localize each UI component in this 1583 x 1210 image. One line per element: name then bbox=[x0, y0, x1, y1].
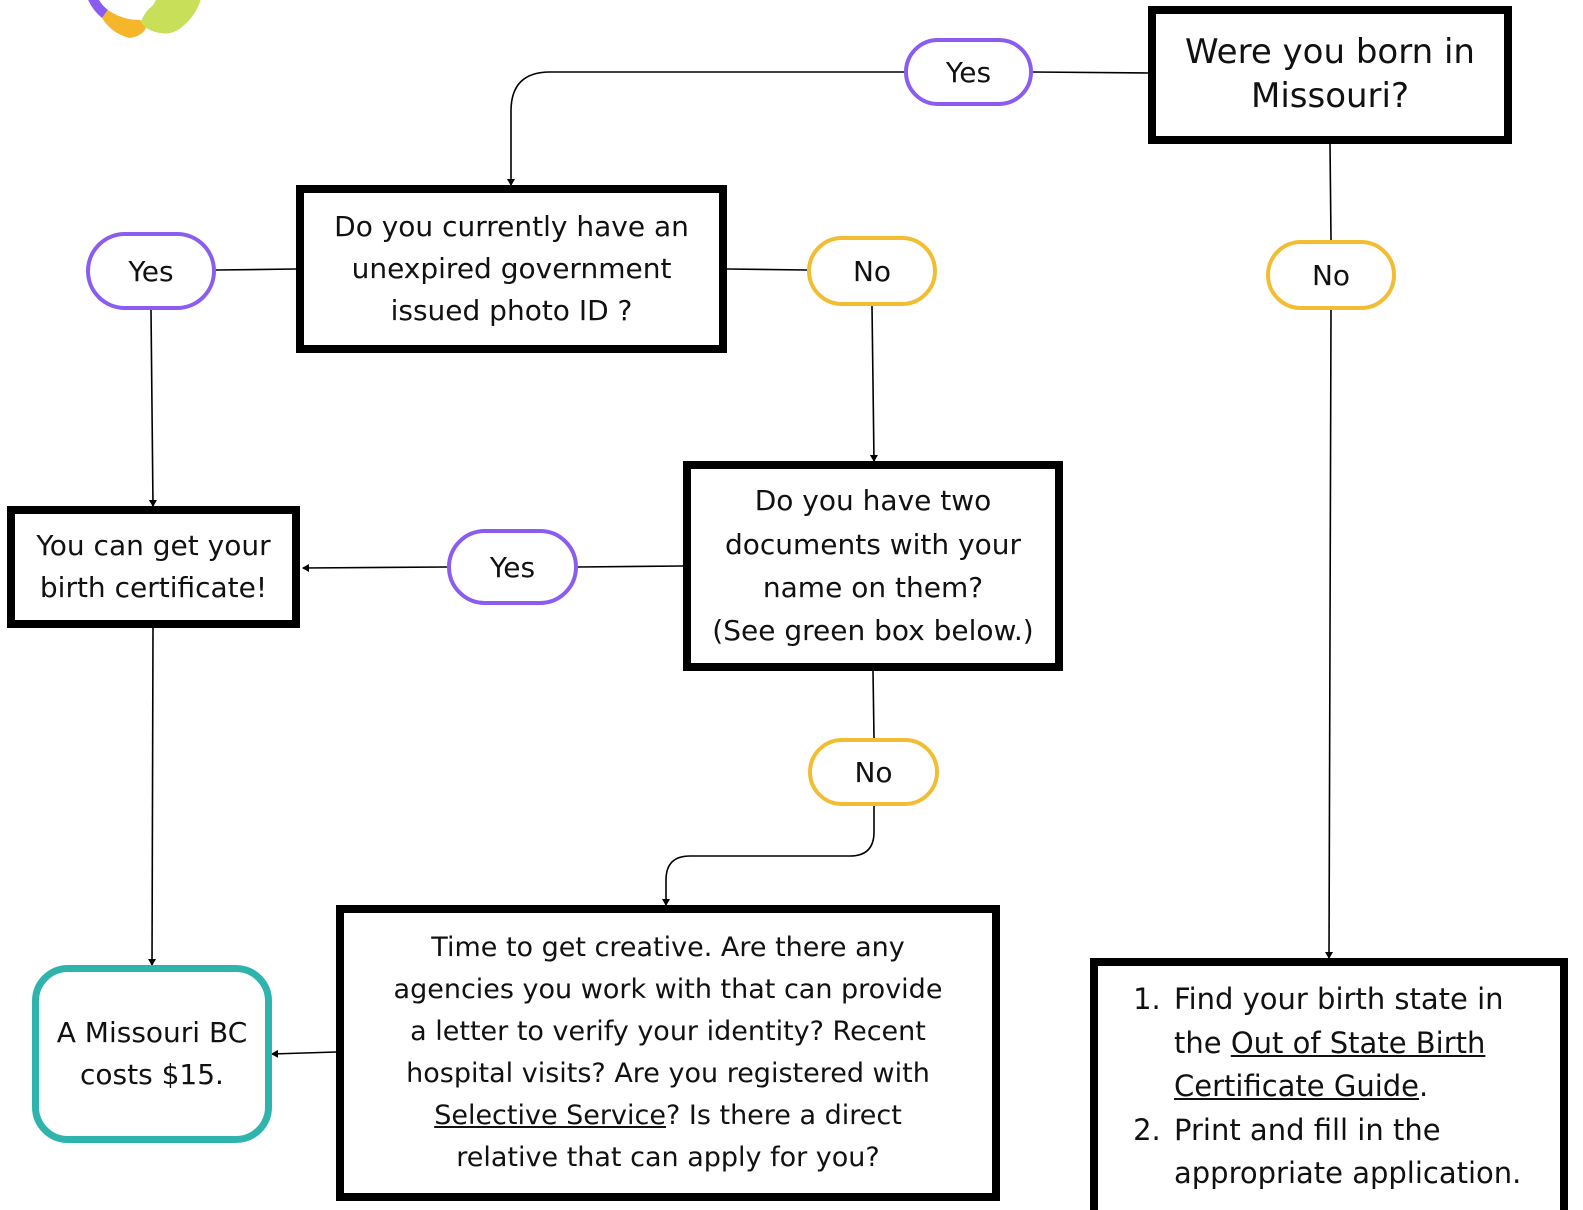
edge-yes-to-canget-left bbox=[302, 563, 448, 572]
edge-no-to-twodocs bbox=[869, 305, 878, 462]
selective-service-link[interactable]: Selective Service bbox=[434, 1099, 666, 1131]
steps-list: Find your birth state in the Out of Stat… bbox=[1128, 978, 1550, 1196]
edge-yes-to-canget bbox=[148, 309, 157, 507]
yes-label-id: Yes bbox=[86, 232, 216, 310]
yes-label-two-docs: Yes bbox=[447, 529, 578, 605]
node-get-creative: Time to get creative. Are there any agen… bbox=[336, 905, 1000, 1201]
node-have-photo-id-text: Do you currently have an unexpired gover… bbox=[334, 210, 689, 327]
no-label-text: No bbox=[852, 254, 892, 288]
node-creative-line1: Time to get creative. Are there any bbox=[431, 932, 905, 964]
yes-label-text: Yes bbox=[489, 550, 536, 584]
edge-no-to-steps bbox=[1325, 309, 1334, 959]
step-1: Find your birth state in the Out of Stat… bbox=[1170, 978, 1550, 1109]
yes-label-text: Yes bbox=[945, 55, 992, 89]
node-cost: A Missouri BC costs $15. bbox=[32, 965, 272, 1143]
node-cost-line1: A Missouri BC bbox=[56, 1016, 248, 1049]
no-label-text: No bbox=[854, 755, 893, 789]
logo-purple-segment bbox=[88, 0, 108, 18]
no-label-born: No bbox=[1266, 240, 1396, 310]
logo-green-segment bbox=[140, 0, 201, 34]
step-1-period: . bbox=[1419, 1069, 1429, 1103]
node-can-get-certificate: You can get your birth certificate! bbox=[7, 506, 300, 628]
node-cost-line2: costs $15. bbox=[80, 1058, 224, 1091]
node-creative-line4: hospital visits? Are you registered with bbox=[406, 1058, 930, 1089]
node-born-in-missouri: Were you born in Missouri? bbox=[1148, 6, 1512, 144]
node-out-of-state-steps: Find your birth state in the Out of Stat… bbox=[1090, 958, 1568, 1210]
out-of-state-guide-link[interactable]: Out of State Birth Certificate Guide bbox=[1174, 1025, 1486, 1104]
step-2: Print and fill in the appropriate applic… bbox=[1170, 1109, 1550, 1196]
node-two-docs-line1: Do you have two bbox=[754, 484, 992, 518]
edge-yes-to-id bbox=[507, 71, 904, 186]
edge-twodocs-no bbox=[872, 670, 875, 739]
logo-orange-segment bbox=[102, 10, 146, 38]
edge-id-no bbox=[726, 268, 808, 271]
step-1-text: Find your birth state in the bbox=[1174, 982, 1504, 1060]
node-can-get-line2: birth certificate! bbox=[39, 571, 268, 604]
node-two-documents: Do you have two documents with your name… bbox=[683, 461, 1063, 671]
step-2-text: Print and fill in the appropriate applic… bbox=[1174, 1112, 1522, 1191]
logo-icon bbox=[88, 0, 201, 38]
no-label-id: No bbox=[807, 236, 937, 306]
node-creative-line5-rest: ? Is there a direct bbox=[665, 1099, 902, 1131]
yes-label-born: Yes bbox=[904, 38, 1033, 106]
node-have-photo-id: Do you currently have an unexpired gover… bbox=[296, 185, 727, 353]
node-two-docs-line3: name on them? bbox=[762, 571, 984, 604]
yes-label-text: Yes bbox=[128, 254, 174, 288]
edge-canget-to-cost bbox=[148, 627, 157, 966]
node-creative-line5: Selective Service? Is there a direct bbox=[434, 1095, 902, 1137]
node-two-docs-line2: documents with your bbox=[724, 527, 1022, 561]
no-label-text: No bbox=[1311, 258, 1351, 292]
edge-born-no bbox=[1329, 143, 1332, 241]
edge-creative-to-cost bbox=[271, 1049, 337, 1058]
node-can-get-line1: You can get your bbox=[36, 529, 271, 562]
node-creative-line6: relative that can apply for you? bbox=[456, 1141, 880, 1173]
edge-twodocs-yes bbox=[577, 565, 684, 568]
edge-born-yes bbox=[1032, 71, 1149, 74]
node-born-in-missouri-text: Were you born in Missouri? bbox=[1185, 32, 1475, 116]
no-label-two-docs: No bbox=[808, 738, 939, 806]
edge-id-yes bbox=[215, 268, 297, 271]
node-creative-line3: a letter to verify your identity? Recent bbox=[410, 1016, 926, 1048]
node-creative-line2: agencies you work with that can provide bbox=[393, 974, 943, 1006]
node-two-docs-line4: (See green box below.) bbox=[712, 614, 1034, 648]
edge-no-to-creative bbox=[662, 806, 875, 906]
